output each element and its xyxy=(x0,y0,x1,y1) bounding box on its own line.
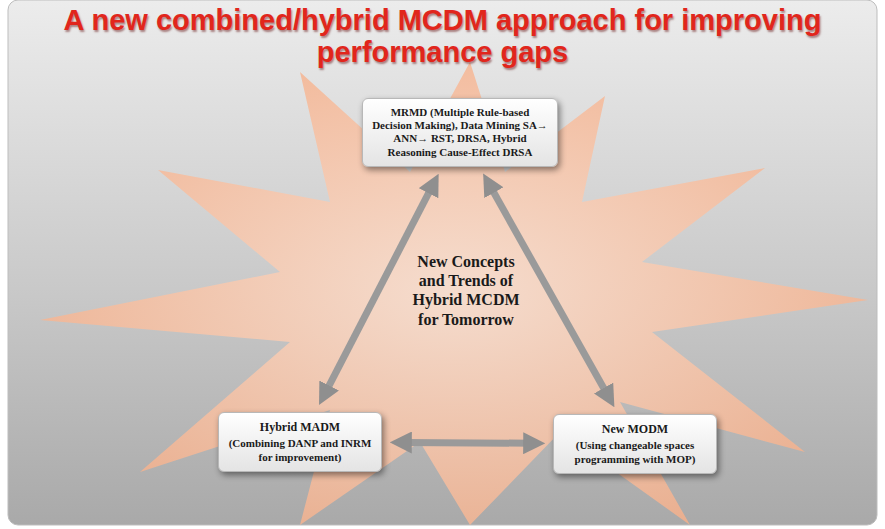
double-arrow xyxy=(490,185,608,396)
box-heading: New MODM xyxy=(563,422,707,436)
process-box: MRMD (Multiple Rule-based Decision Makin… xyxy=(362,98,558,167)
box-heading: Hybrid MADM xyxy=(228,420,372,434)
box-text: (Using changeable spaces programming wit… xyxy=(563,439,707,465)
panel xyxy=(8,0,877,525)
box-text: MRMD (Multiple Rule-based Decision Makin… xyxy=(372,106,548,159)
double-arrow xyxy=(325,185,432,393)
diagram-title: A new combined/hybrid MCDM approach for … xyxy=(12,4,873,69)
process-box: Hybrid MADM (Combining DANP and INRM for … xyxy=(218,412,382,472)
box-text: (Combining DANP and INRM for improvement… xyxy=(228,437,372,463)
starburst xyxy=(40,62,868,525)
double-arrow xyxy=(403,439,532,447)
process-box: New MODM (Using changeable spaces program… xyxy=(553,414,717,474)
center-label: New Concepts and Trends of Hybrid MCDM f… xyxy=(403,252,529,329)
